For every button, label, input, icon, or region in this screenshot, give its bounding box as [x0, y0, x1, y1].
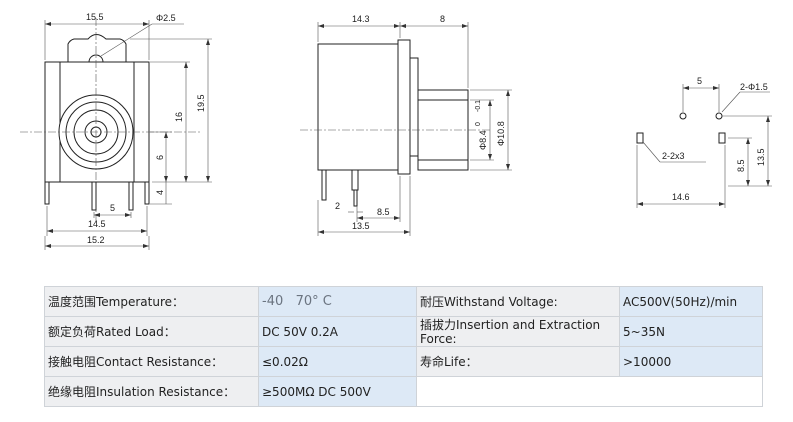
dim-mount-hole: Φ2.5	[156, 13, 176, 23]
dim-bottom-width: 15.2	[87, 235, 105, 245]
spec-row: 额定负荷Rated Load： DC 50V 0.2A 插拔力Insertion…	[44, 316, 763, 347]
spec-empty-cell	[416, 376, 763, 407]
side-view: 14.3 8 Φ10.8 Φ8.4 0 -0.1 2 8.5 13.5	[300, 14, 512, 236]
spec-value-temperature: -40 70° C	[258, 286, 417, 317]
dim-pin-spacing: 5	[110, 203, 115, 213]
dim-holes: 2-Φ1.5	[740, 82, 768, 92]
spec-label-rated-load: 额定负荷Rated Load：	[44, 316, 259, 347]
spec-row: 温度范围Temperature： -40 70° C 耐压Withstand V…	[44, 286, 763, 317]
spec-value-withstand-voltage: AC500V(50Hz)/min	[619, 286, 763, 317]
spec-label-withstand-voltage: 耐压Withstand Voltage:	[416, 286, 620, 317]
pcb-layout: 5 2-Φ1.5 2-2x3 14.6 8.5 13.5	[636, 76, 772, 208]
dim-body-length: 14.3	[352, 14, 370, 24]
dim-pcb-height-outer: 13.5	[756, 148, 766, 166]
dim-tolerance-lower: -0.1	[475, 100, 482, 112]
dim-hole-spacing: 5	[697, 76, 702, 86]
spec-value-life: >10000	[619, 346, 763, 377]
spec-row: 接触电阻Contact Resistance： ≤0.02Ω 寿命Life： >…	[44, 346, 763, 377]
spec-label-life: 寿命Life：	[416, 346, 620, 377]
spec-label-temperature: 温度范围Temperature：	[44, 286, 259, 317]
spec-value-rated-load: DC 50V 0.2A	[258, 316, 417, 347]
dim-footprint-length: 13.5	[352, 221, 370, 231]
dim-pin-spacing-side: 8.5	[377, 207, 390, 217]
dim-pin-offset: 2	[335, 201, 340, 211]
dim-barrel-inner: Φ8.4	[478, 130, 488, 150]
dim-pcb-width: 14.6	[672, 192, 690, 202]
spec-row: 绝缘电阻Insulation Resistance： ≥500MΩ DC 500…	[44, 376, 763, 407]
front-view: 15.5 Φ2.5 19.5 16 6 4 5 14.5 15.2	[20, 12, 212, 250]
spec-value-contact-resistance: ≤0.02Ω	[258, 346, 417, 377]
dim-pin-height-2: 4	[155, 190, 165, 195]
dim-pcb-height-inner: 8.5	[736, 159, 746, 172]
dim-barrel-outer: Φ10.8	[496, 121, 506, 146]
technical-drawing: 15.5 Φ2.5 19.5 16 6 4 5 14.5 15.2	[20, 12, 772, 250]
dim-barrel-length: 8	[440, 14, 445, 24]
spec-label-insertion-force: 插拔力Insertion and Extraction Force:	[416, 316, 620, 347]
spec-value-insertion-force: 5~35N	[619, 316, 763, 347]
spec-table: 温度范围Temperature： -40 70° C 耐压Withstand V…	[44, 286, 763, 407]
dim-top-width: 15.5	[86, 12, 104, 22]
dim-height-total: 19.5	[196, 94, 206, 112]
dim-pin-span: 14.5	[88, 219, 106, 229]
spec-value-insulation-resistance: ≥500MΩ DC 500V	[258, 376, 417, 407]
spec-label-insulation-resistance: 绝缘电阻Insulation Resistance：	[44, 376, 259, 407]
dim-height-center: 16	[174, 112, 184, 122]
dim-pin-height-1: 6	[155, 155, 165, 160]
dim-tolerance-upper: 0	[475, 122, 482, 126]
spec-label-contact-resistance: 接触电阻Contact Resistance：	[44, 346, 259, 377]
dim-slots: 2-2x3	[662, 151, 685, 161]
